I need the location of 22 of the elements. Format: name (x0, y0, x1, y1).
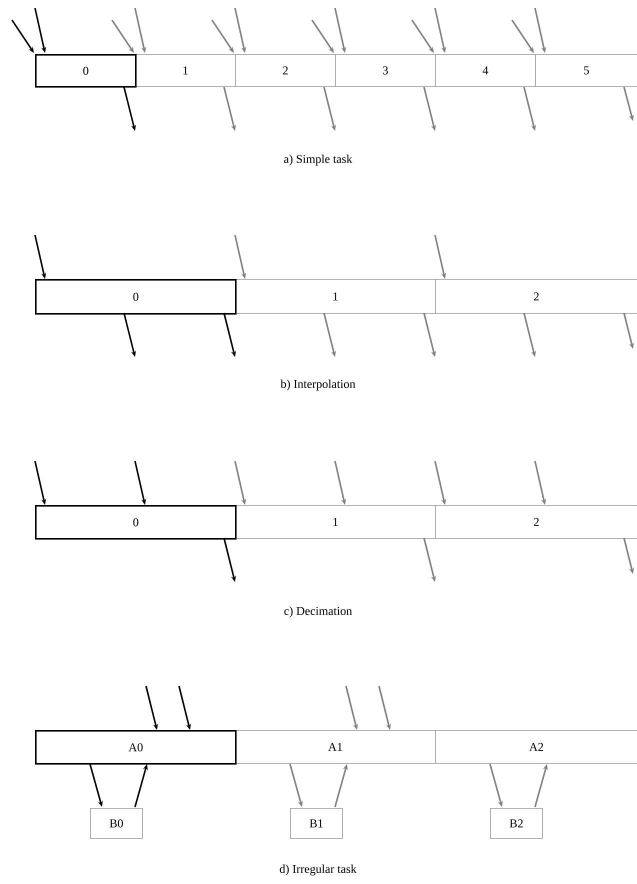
block-box: 2 (435, 279, 637, 314)
block-box: 2 (435, 505, 637, 539)
caption: a) Simple task (284, 154, 352, 166)
caption: d) Irregular task (280, 864, 357, 876)
block-box: 0 (35, 54, 137, 88)
block-box: 2 (235, 54, 336, 87)
block-box: B2 (490, 808, 543, 839)
block-box: A1 (235, 730, 436, 764)
block-box: A0 (35, 730, 237, 765)
caption: b) Interpolation (280, 380, 356, 390)
block-box: 1 (235, 279, 436, 314)
block-box: B0 (90, 808, 143, 839)
block-box: A2 (435, 730, 637, 764)
block-box: 1 (135, 54, 236, 87)
block-box: 0 (35, 505, 237, 540)
block-box: 0 (35, 279, 237, 315)
block-box: 1 (235, 505, 436, 539)
caption: c) Decimation (284, 606, 352, 618)
block-box: 4 (435, 54, 536, 87)
block-box: B1 (290, 808, 343, 839)
block-box: 5 (535, 54, 637, 87)
block-box: 3 (335, 54, 436, 87)
